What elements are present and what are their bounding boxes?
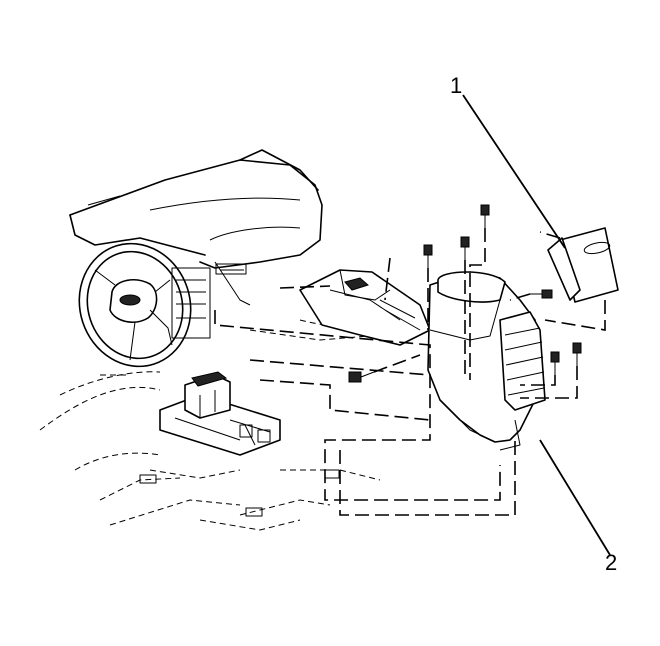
callout-2-label: 2 bbox=[605, 550, 617, 575]
bolt-icon bbox=[530, 289, 553, 299]
bolt-icon bbox=[550, 351, 560, 375]
callout-1-label: 1 bbox=[450, 73, 462, 98]
bolt-icon bbox=[460, 236, 470, 260]
rear-closeout-panel-drawing bbox=[547, 227, 619, 303]
shifter-bracket-drawing bbox=[159, 371, 281, 456]
steering-wheel-drawing bbox=[78, 242, 192, 368]
callout-1-leader bbox=[462, 94, 566, 249]
floor-pan-drawing bbox=[39, 319, 421, 531]
bolt-icon bbox=[480, 204, 490, 228]
center-console-drawing bbox=[299, 269, 546, 451]
installation-alignment-lines bbox=[214, 228, 606, 516]
fastener-bolts bbox=[348, 204, 582, 383]
instrument-panel-drawing bbox=[69, 149, 323, 339]
callout-2-leader bbox=[539, 439, 611, 556]
bolt-icon bbox=[423, 244, 433, 268]
bolt-icon bbox=[348, 371, 375, 383]
bolt-icon bbox=[572, 342, 582, 366]
